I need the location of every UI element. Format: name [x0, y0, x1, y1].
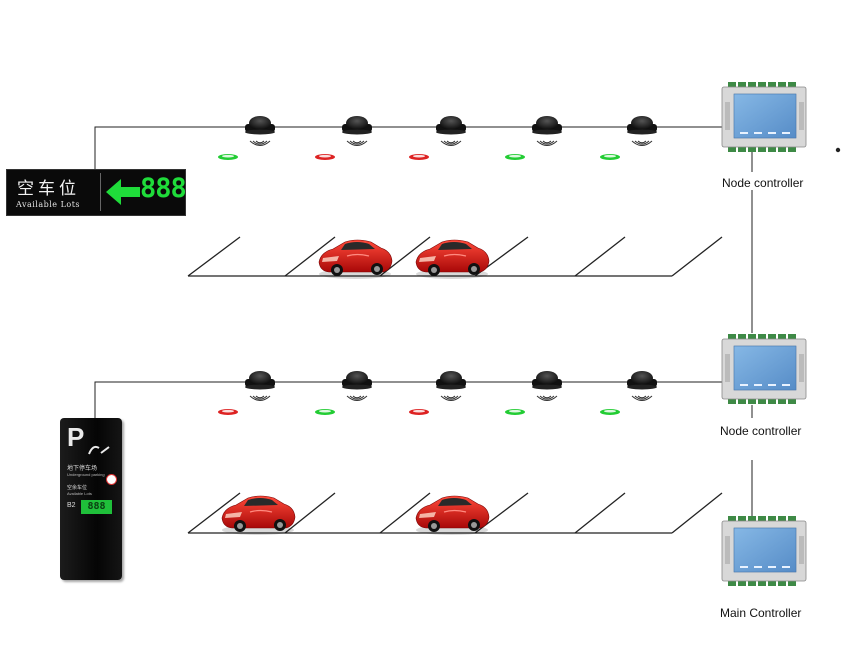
- sign-english-text: Available Lots: [16, 200, 81, 209]
- wire-row1: [94, 126, 722, 170]
- sensor-icon: [342, 371, 372, 401]
- sensors-layer: [218, 116, 657, 415]
- bus-wiring: [94, 126, 753, 516]
- kiosk-level: B2: [67, 502, 76, 509]
- kiosk-line4: Available Lots: [67, 491, 92, 496]
- sensor-led-red: [218, 409, 238, 415]
- sensor-icon: [532, 371, 562, 401]
- sensor-led-red: [409, 154, 429, 160]
- parking-kiosk: P 地下停车场 Underground parking 空余车位 Availab…: [60, 418, 122, 580]
- sign-divider: [100, 173, 101, 211]
- car-icon: [318, 239, 393, 279]
- car-icon: [415, 239, 490, 279]
- kiosk-badge-icon: [106, 474, 117, 485]
- sensor-led-green: [505, 409, 525, 415]
- node-controller-2: [721, 334, 807, 404]
- kiosk-count: 888: [81, 500, 112, 514]
- node-controller-1-label: Node controller: [722, 176, 804, 190]
- left-arrow-icon: [106, 179, 140, 205]
- node-controller-1: [721, 82, 807, 152]
- sensor-icon: [436, 116, 466, 146]
- dot-marker: [835, 147, 841, 153]
- kiosk-p-letter: P: [67, 422, 85, 452]
- sensor-icon: [532, 116, 562, 146]
- sensor-led-green: [600, 154, 620, 160]
- main-controller-label: Main Controller: [720, 606, 802, 620]
- sensor-led-green: [315, 409, 335, 415]
- parking-bays-row1: [187, 236, 723, 277]
- sensor-led-red: [409, 409, 429, 415]
- sensor-icon: [436, 371, 466, 401]
- sensor-icon: [342, 116, 372, 146]
- node-controller-2-label: Node controller: [720, 424, 802, 438]
- sensor-led-green: [600, 409, 620, 415]
- sign-count: 888: [140, 173, 187, 204]
- kiosk-line3: 空余车位: [67, 485, 88, 491]
- kiosk-car-icon: [88, 445, 110, 455]
- wire-row2: [94, 381, 722, 418]
- car-icon: [415, 495, 490, 535]
- car-icon: [221, 495, 296, 535]
- sign-chinese-text: 空车位: [17, 179, 80, 199]
- main-controller: [721, 516, 807, 586]
- sensor-icon: [245, 371, 275, 401]
- kiosk-line1: 地下停车场: [67, 465, 98, 472]
- available-lots-sign: 空车位 Available Lots 888: [6, 169, 187, 216]
- cars-layer: [221, 239, 490, 535]
- controllers-layer: [721, 82, 807, 586]
- parking-bays-row2: [187, 492, 723, 534]
- sensor-led-green: [505, 154, 525, 160]
- sensor-icon: [245, 116, 275, 146]
- sensor-icon: [627, 371, 657, 401]
- sensor-led-red: [315, 154, 335, 160]
- kiosk-line2: Underground parking: [67, 472, 105, 477]
- sensor-led-green: [218, 154, 238, 160]
- sensor-icon: [627, 116, 657, 146]
